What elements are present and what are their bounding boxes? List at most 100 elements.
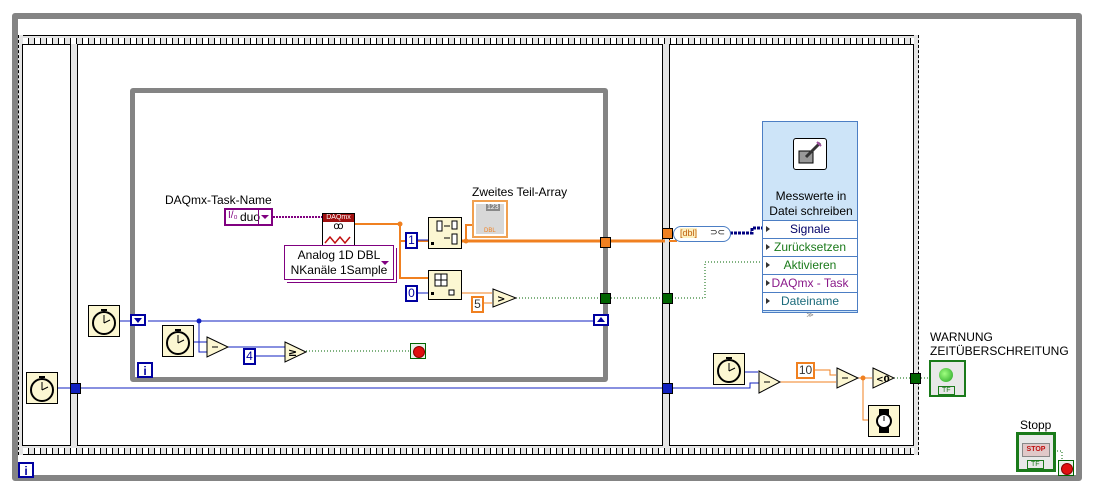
subtract-node-right[interactable] — [758, 370, 782, 394]
wire-junction-orange-2 — [397, 221, 403, 227]
daqmx-read-node[interactable]: DAQmx ꝏ — [322, 213, 355, 246]
terminal-daqmx-task[interactable]: DAQmx - Task — [763, 274, 857, 292]
shift-up-icon — [597, 317, 605, 322]
subtract-node-inner[interactable] — [206, 336, 230, 358]
indicator-array-label: Zweites Teil-Array — [472, 185, 568, 199]
shift-register-left[interactable] — [130, 314, 146, 326]
daqmx-tag: DAQmx — [323, 214, 354, 222]
tunnel-blue-outer[interactable] — [70, 383, 81, 394]
wire-junction-blue — [196, 318, 202, 324]
wire-dynamic — [730, 226, 762, 235]
wire-shift-to-sub — [198, 321, 207, 353]
index-constant-0[interactable]: 0 — [405, 285, 418, 302]
warning-led-indicator[interactable]: TF — [929, 360, 966, 397]
selector-dropdown-icon[interactable] — [381, 261, 389, 265]
array-subset-icon — [431, 220, 458, 245]
task-name-label: DAQmx-Task-Name — [165, 193, 272, 207]
svg-text:>: > — [497, 294, 505, 305]
wire-stop-to-condition — [1057, 450, 1063, 462]
wire-bool-to-activate — [669, 261, 762, 299]
array-value: 123 — [486, 204, 500, 211]
watch-icon — [876, 409, 892, 433]
tick-count-outer[interactable] — [26, 372, 58, 404]
io-icon: I/₀ — [228, 210, 238, 221]
threshold-constant-4[interactable]: 4 — [243, 348, 256, 365]
greater-equal-node[interactable]: ≥ — [284, 341, 308, 363]
terminal-aktivieren[interactable]: Aktivieren — [763, 256, 857, 274]
led-icon — [939, 368, 953, 382]
stopwatch-icon — [92, 309, 116, 335]
stopwatch-icon — [30, 376, 54, 402]
write-measurement-file-express-vi[interactable]: Messwerte in Datei schreiben Signale Zur… — [762, 121, 858, 319]
convert-icon: ⊃⊂ — [710, 227, 726, 237]
glasses-icon: ꝏ — [333, 221, 344, 232]
loop-condition-outer[interactable] — [1058, 460, 1074, 476]
stopwatch-icon — [717, 357, 741, 383]
polymorphic-selector[interactable]: Analog 1D DBL NKanäle 1Sample — [284, 245, 394, 280]
filmstrip-left — [18, 35, 23, 455]
tunnel-green-right[interactable] — [910, 373, 921, 384]
express-title-1: Messwerte in — [775, 189, 847, 203]
selector-line1: Analog 1D DBL — [297, 248, 381, 262]
tunnel-orange-inner[interactable] — [600, 237, 611, 248]
tunnel-orange-frame[interactable] — [662, 228, 673, 239]
signal-icon — [324, 235, 351, 245]
less-than-zero-node[interactable]: <0 — [872, 367, 896, 389]
timeout-constant-10[interactable]: 10 — [796, 362, 815, 379]
index-constant-1[interactable]: 1 — [405, 232, 418, 249]
indicator-array[interactable]: 123 DBL — [472, 200, 508, 238]
tick-count-inner[interactable] — [162, 325, 194, 357]
threshold-constant-5[interactable]: 5 — [471, 296, 484, 313]
filmstrip-right — [914, 35, 919, 455]
task-name-control[interactable]: I/₀ duo — [224, 208, 273, 226]
wait-ms-node[interactable] — [868, 405, 900, 437]
stop-button-control[interactable]: STOP TF — [1016, 432, 1056, 472]
warning-label-2: ZEITÜBERSCHREITUNG — [930, 344, 1069, 358]
inner-while-loop[interactable] — [130, 88, 608, 382]
selector-line2: NKanäle 1Sample — [290, 263, 388, 277]
greater-than-node[interactable]: > — [492, 288, 518, 308]
iteration-terminal-inner: i — [137, 362, 153, 378]
tick-count-shift[interactable] — [88, 305, 120, 337]
stop-button[interactable]: STOP — [1022, 443, 1050, 457]
tunnel-blue-frame[interactable] — [662, 383, 673, 394]
wire-tick-to-sub — [669, 382, 760, 389]
outer-while-loop[interactable] — [12, 13, 1082, 481]
wire-10-to-sub2 — [814, 369, 836, 376]
frame-separator-1 — [70, 44, 78, 446]
terminal-signale[interactable]: Signale — [763, 220, 857, 238]
terminal-zuruecksetzen[interactable]: Zurücksetzen — [763, 238, 857, 256]
frame-inner-border-left — [22, 44, 23, 446]
array-size-icon — [431, 273, 455, 296]
expand-arrows-icon[interactable]: ≫ — [763, 310, 857, 320]
tunnel-green-frame[interactable] — [662, 293, 673, 304]
task-name-value: duo — [240, 210, 261, 224]
array-subset-node[interactable] — [428, 217, 462, 249]
subtract-node-timeout[interactable] — [836, 367, 860, 389]
svg-text:≥: ≥ — [288, 346, 297, 359]
stopwatch-icon — [166, 329, 190, 355]
dropdown-arrow-icon[interactable] — [258, 210, 271, 224]
tunnel-green-inner[interactable] — [600, 293, 611, 304]
wire-junction-orange-3 — [463, 238, 469, 244]
terminal-dateiname[interactable]: Dateiname — [763, 292, 857, 310]
express-title-2: Datei schreiben — [769, 204, 853, 218]
frame-inner-border-right — [913, 44, 914, 446]
array-type: DBL — [484, 228, 496, 234]
wire-to-indicator — [465, 224, 472, 241]
flat-sequence-structure[interactable] — [18, 35, 919, 458]
convert-to-dynamic-node[interactable]: [dbl] ⊃⊂ — [673, 226, 731, 242]
stop-tf: TF — [1027, 460, 1044, 469]
svg-text:<0: <0 — [876, 375, 890, 385]
tick-count-right[interactable] — [713, 353, 745, 385]
warning-label-1: WARNUNG — [930, 330, 993, 344]
frame-separator-2 — [662, 44, 670, 446]
iteration-terminal-outer: i — [18, 462, 34, 478]
shift-register-right[interactable] — [593, 314, 609, 326]
dbl-tag: [dbl] — [680, 228, 698, 238]
stop-label: Stopp — [1020, 418, 1052, 432]
loop-condition-inner[interactable] — [410, 343, 426, 359]
stop-sign-icon — [1061, 463, 1073, 475]
wire-data-branch — [399, 224, 428, 279]
array-size-node[interactable] — [428, 270, 462, 300]
